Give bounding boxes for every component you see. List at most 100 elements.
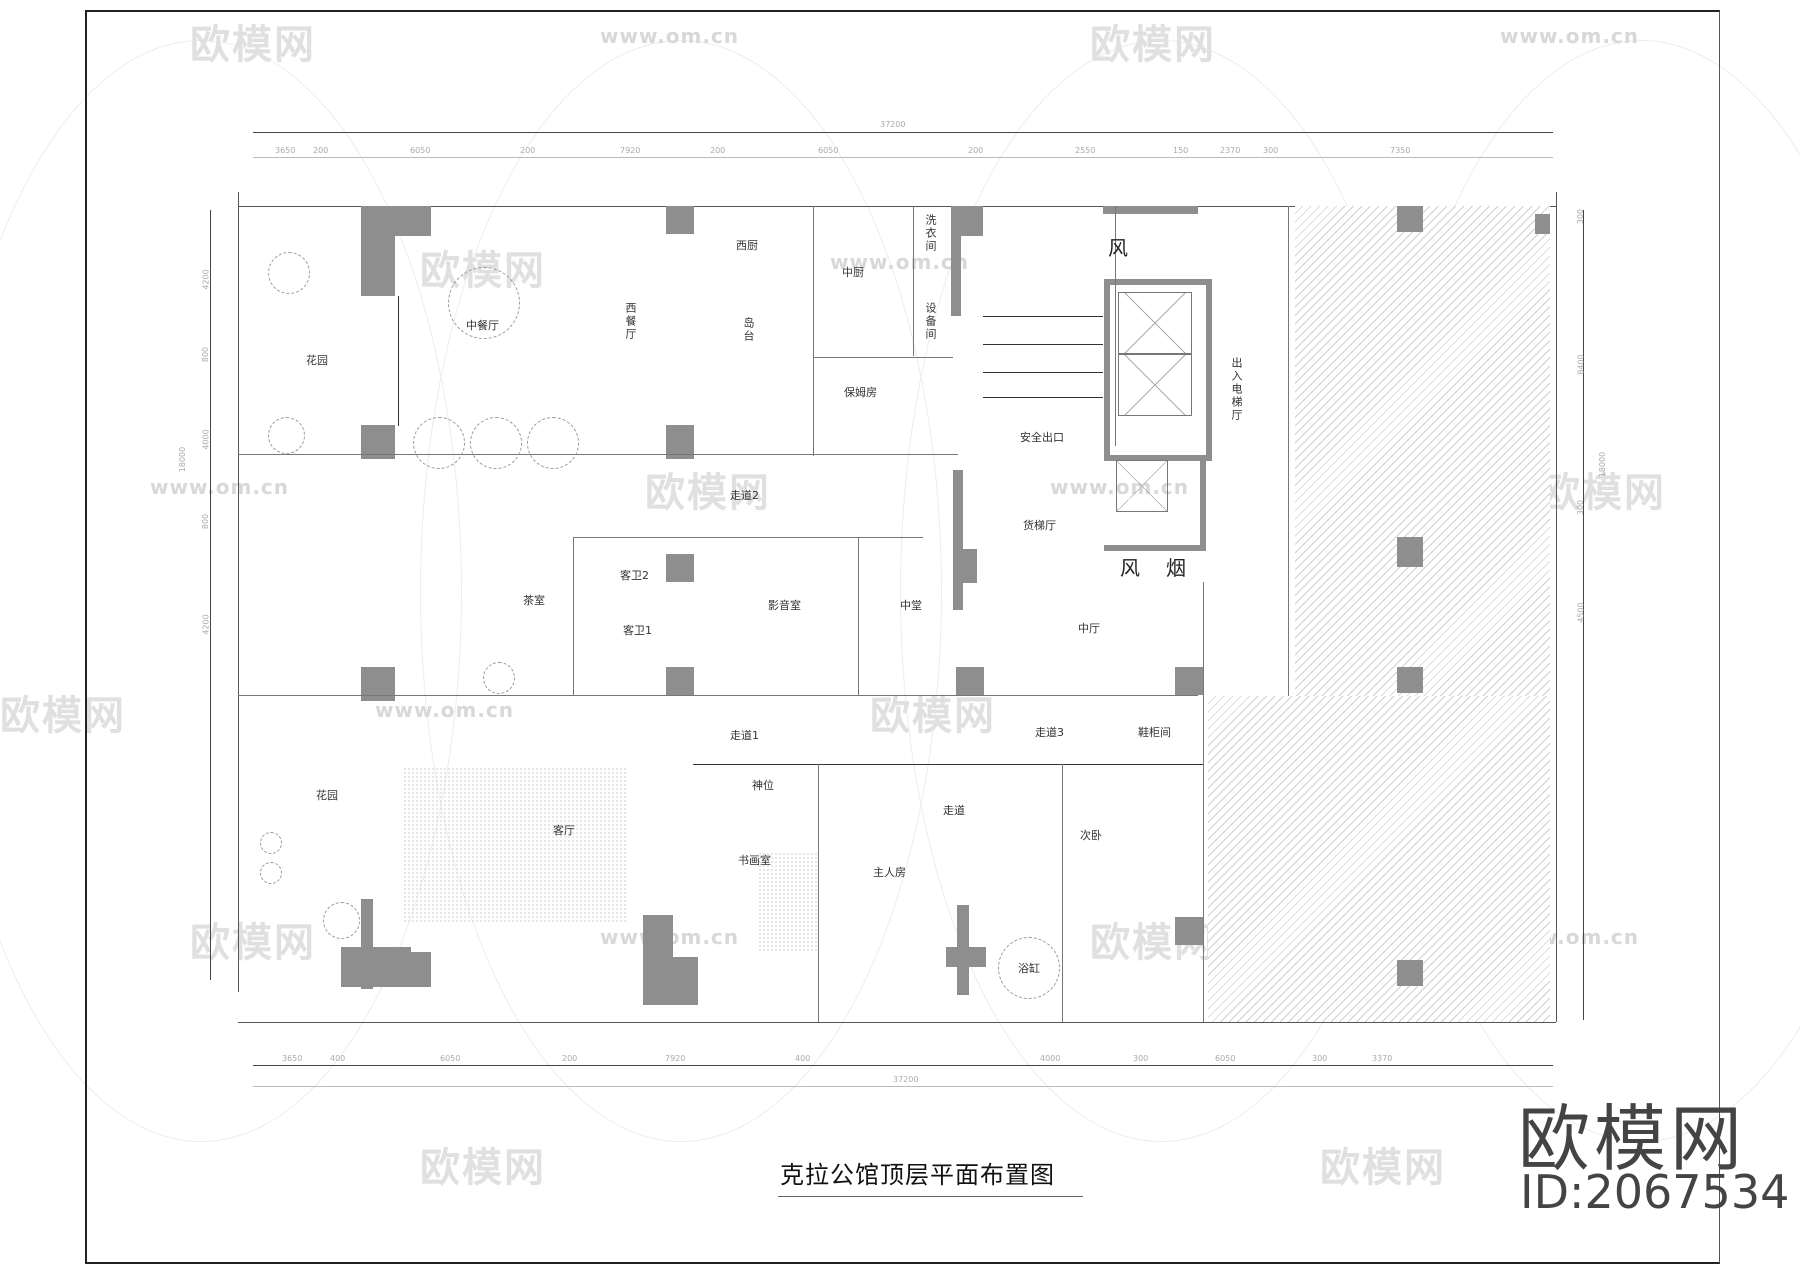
room-label-equipment: 设备间 xyxy=(924,302,937,341)
room-label-western-dining: 西餐厅 xyxy=(624,302,637,341)
dimension-top-seg: 2370 xyxy=(1220,146,1241,155)
structural-column xyxy=(1103,206,1198,214)
dimension-left-total: 18000 xyxy=(178,446,188,473)
room-label-central-hall: 中堂 xyxy=(900,599,922,612)
dimension-top-seg: 6050 xyxy=(818,146,839,155)
dimension-bottom-seg: 7920 xyxy=(665,1054,686,1063)
room-label-garden-north: 花园 xyxy=(306,354,328,367)
outer-wall-top xyxy=(238,206,1556,207)
dimension-top-seg: 200 xyxy=(710,146,726,155)
dimension-right-total: 18000 xyxy=(1598,451,1608,478)
room-label-middle-hall: 中厅 xyxy=(1078,622,1100,635)
watermark-brand: 欧模网 xyxy=(420,1145,546,1191)
floor-plan: 花园 中餐厅 西餐厅 西厨 岛台 中厨 洗衣间 设备间 保姆房 安全出口 风 风… xyxy=(238,192,1557,1042)
room-label-corridor-1: 走道1 xyxy=(730,729,759,742)
dimension-right-seg: 300 xyxy=(1576,208,1586,225)
plant xyxy=(323,902,360,939)
structural-column xyxy=(953,470,963,610)
elevator-core xyxy=(1104,279,1212,461)
room-label-laundry: 洗衣间 xyxy=(924,214,937,253)
structural-column xyxy=(666,425,694,459)
structural-column xyxy=(666,206,694,234)
drawing-title: 克拉公馆顶层平面布置图 xyxy=(780,1161,1055,1189)
dimension-top-seg: 7350 xyxy=(1390,146,1411,155)
structural-column xyxy=(666,554,694,582)
room-label-freight-elevator-hall: 货梯厅 xyxy=(1023,519,1056,532)
partition-wall xyxy=(813,357,953,358)
terrace-hatch-area xyxy=(1295,206,1550,696)
plant xyxy=(260,832,282,854)
dimension-bottom-seg: 3650 xyxy=(282,1054,303,1063)
dimension-line-bottom-segments xyxy=(253,1065,1553,1066)
dimension-top-seg: 200 xyxy=(968,146,984,155)
partition-wall xyxy=(1062,764,1063,1022)
stair-line xyxy=(983,372,1103,373)
elevator-car xyxy=(1118,354,1192,416)
outer-wall-right xyxy=(1556,192,1557,1022)
dimension-bottom-seg: 300 xyxy=(1133,1054,1149,1063)
dimension-left-seg: 800 xyxy=(201,513,211,530)
room-label-bathtub: 浴缸 xyxy=(1018,962,1040,975)
watermark-brand: 欧模网 xyxy=(1090,22,1216,68)
dimension-bottom-seg: 4000 xyxy=(1040,1054,1061,1063)
structural-column xyxy=(1397,960,1423,986)
dimension-top-seg: 300 xyxy=(1263,146,1279,155)
partition-wall xyxy=(238,454,958,455)
dimension-bottom-total: 37200 xyxy=(893,1075,919,1084)
stair-line xyxy=(983,316,1103,317)
structural-column xyxy=(1175,917,1203,945)
structural-column xyxy=(956,667,984,695)
bathtub xyxy=(998,937,1060,999)
dimension-line-bottom-total xyxy=(253,1086,1553,1087)
master-bed-rug xyxy=(758,852,818,952)
structural-column xyxy=(1397,206,1423,232)
dimension-right-seg: 300 xyxy=(1576,499,1586,516)
room-label-av-room: 影音室 xyxy=(768,599,801,612)
structural-column xyxy=(666,667,694,695)
partition-wall xyxy=(913,206,914,356)
dimension-line-left xyxy=(210,210,211,980)
room-label-shrine: 神位 xyxy=(752,779,774,792)
dimension-top-seg: 200 xyxy=(520,146,536,155)
structural-column xyxy=(361,425,395,459)
room-label-chinese-dining: 中餐厅 xyxy=(466,319,499,332)
lounge-chair xyxy=(470,417,522,469)
dimension-top-total: 37200 xyxy=(880,120,906,129)
living-room-rug xyxy=(403,767,628,922)
plant xyxy=(483,662,515,694)
brand-logo-text: 欧模网 xyxy=(1518,1097,1747,1181)
structural-column xyxy=(1397,537,1423,567)
watermark-url: www.om.cn xyxy=(150,475,290,499)
dimension-top-seg: 6050 xyxy=(410,146,431,155)
room-label-corridor-3: 走道3 xyxy=(1035,726,1064,739)
structural-column xyxy=(361,952,431,987)
partition-wall xyxy=(573,537,923,538)
structural-column xyxy=(951,206,961,316)
watermark-brand: 欧模网 xyxy=(1540,470,1666,516)
title-underline xyxy=(778,1196,1083,1197)
partition-wall xyxy=(813,206,814,456)
dimension-right-seg: 4500 xyxy=(1576,602,1586,623)
watermark-brand: 欧模网 xyxy=(0,693,126,739)
dimension-right-seg: 8400 xyxy=(1576,354,1586,375)
model-id-label: ID:2067534 xyxy=(1520,1165,1790,1219)
plant xyxy=(260,862,282,884)
room-label-garden-south: 花园 xyxy=(316,789,338,802)
room-label-safety-exit: 安全出口 xyxy=(1020,431,1064,444)
stair-line xyxy=(983,344,1103,345)
elevator-car xyxy=(1118,292,1192,354)
round-table xyxy=(268,252,310,294)
lounge-chair xyxy=(413,417,465,469)
room-label-corridor-2: 走道2 xyxy=(730,489,759,502)
structural-column xyxy=(1175,667,1203,695)
outer-wall-left xyxy=(238,192,239,992)
structural-column xyxy=(361,206,395,296)
dimension-line-top-segments xyxy=(253,157,1553,158)
room-label-wind-shaft-bottom: 风 xyxy=(1120,556,1140,580)
watermark-url: www.om.cn xyxy=(1500,24,1640,48)
dimension-left-seg: 4200 xyxy=(201,614,211,635)
room-label-wind-shaft-top: 风 xyxy=(1108,236,1128,260)
partition-wall xyxy=(238,695,1198,696)
drawing-frame xyxy=(85,10,1720,1264)
dimension-top-seg: 150 xyxy=(1173,146,1189,155)
